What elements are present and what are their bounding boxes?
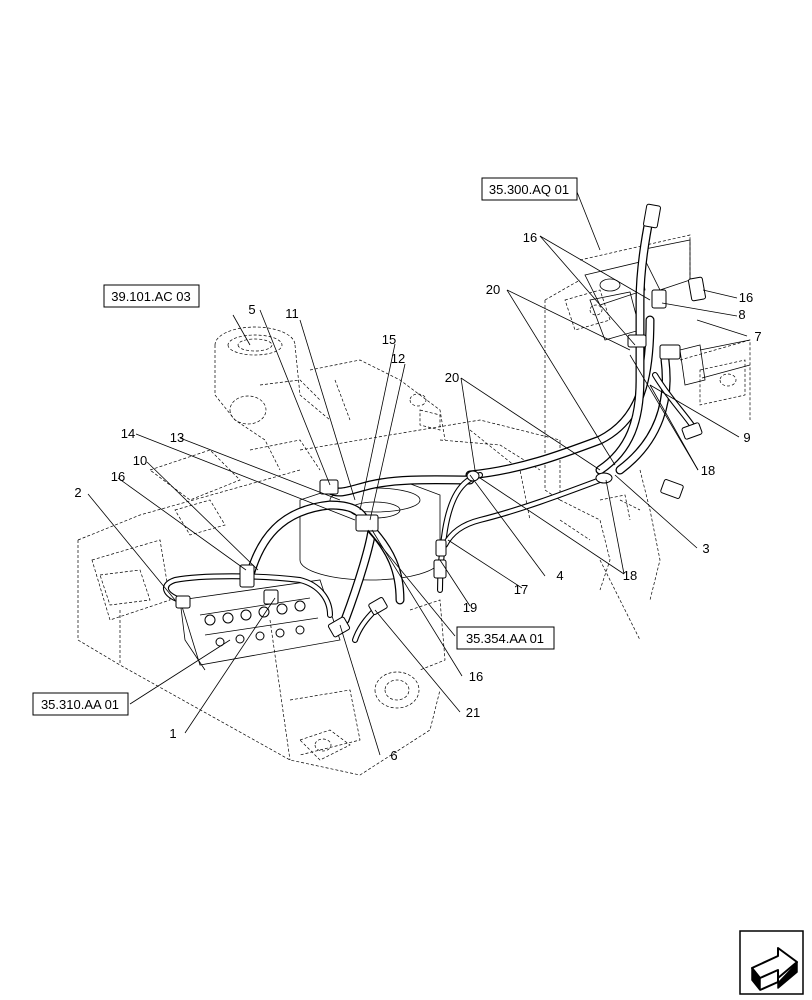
reference-35300aq01[interactable]: 35.300.AQ 01 [481, 177, 578, 201]
part-number-11[interactable]: 11 [285, 306, 299, 321]
reference-35354aa01[interactable]: 35.354.AA 01 [456, 626, 555, 650]
part-number-20[interactable]: 20 [445, 370, 459, 385]
reference-35310aa01-label: 35.310.AA 01 [41, 697, 119, 712]
part-number-19[interactable]: 19 [463, 600, 477, 615]
part-number-16[interactable]: 16 [523, 230, 537, 245]
part-number-10[interactable]: 10 [133, 453, 147, 468]
part-number-18[interactable]: 18 [701, 463, 715, 478]
reference-35354aa01-label: 35.354.AA 01 [466, 631, 544, 646]
part-number-16[interactable]: 16 [739, 290, 753, 305]
hose-lines [163, 210, 698, 643]
part-number-21[interactable]: 21 [466, 705, 480, 720]
part-number-20[interactable]: 20 [486, 282, 500, 297]
part-number-4[interactable]: 4 [556, 568, 563, 583]
part-number-14[interactable]: 14 [121, 426, 135, 441]
part-number-12[interactable]: 12 [391, 351, 405, 366]
part-number-17[interactable]: 17 [514, 582, 528, 597]
part-number-16[interactable]: 16 [111, 469, 125, 484]
part-number-7[interactable]: 7 [754, 329, 761, 344]
part-number-9[interactable]: 9 [743, 430, 750, 445]
part-number-1[interactable]: 1 [169, 726, 176, 741]
part-number-13[interactable]: 13 [170, 430, 184, 445]
reference-39101ac03[interactable]: 39.101.AC 03 [103, 284, 200, 308]
machine-frame [77, 234, 751, 776]
part-number-15[interactable]: 15 [382, 332, 396, 347]
fittings [175, 203, 706, 638]
reference-39101ac03-label: 39.101.AC 03 [111, 289, 191, 304]
part-number-labels: 16 16 8 7 20 20 9 18 18 3 4 17 19 5 11 1… [74, 230, 761, 763]
part-number-8[interactable]: 8 [738, 307, 745, 322]
next-page-arrow-icon[interactable] [739, 930, 804, 995]
control-valve-block [179, 579, 341, 671]
part-number-3[interactable]: 3 [702, 541, 709, 556]
part-number-18[interactable]: 18 [623, 568, 637, 583]
reference-35310aa01[interactable]: 35.310.AA 01 [32, 692, 129, 716]
part-number-5[interactable]: 5 [248, 302, 255, 317]
leader-lines [87, 191, 748, 756]
part-number-16[interactable]: 16 [469, 669, 483, 684]
reference-35300aq01-label: 35.300.AQ 01 [489, 182, 569, 197]
part-number-6[interactable]: 6 [390, 748, 397, 763]
part-number-2[interactable]: 2 [74, 485, 81, 500]
